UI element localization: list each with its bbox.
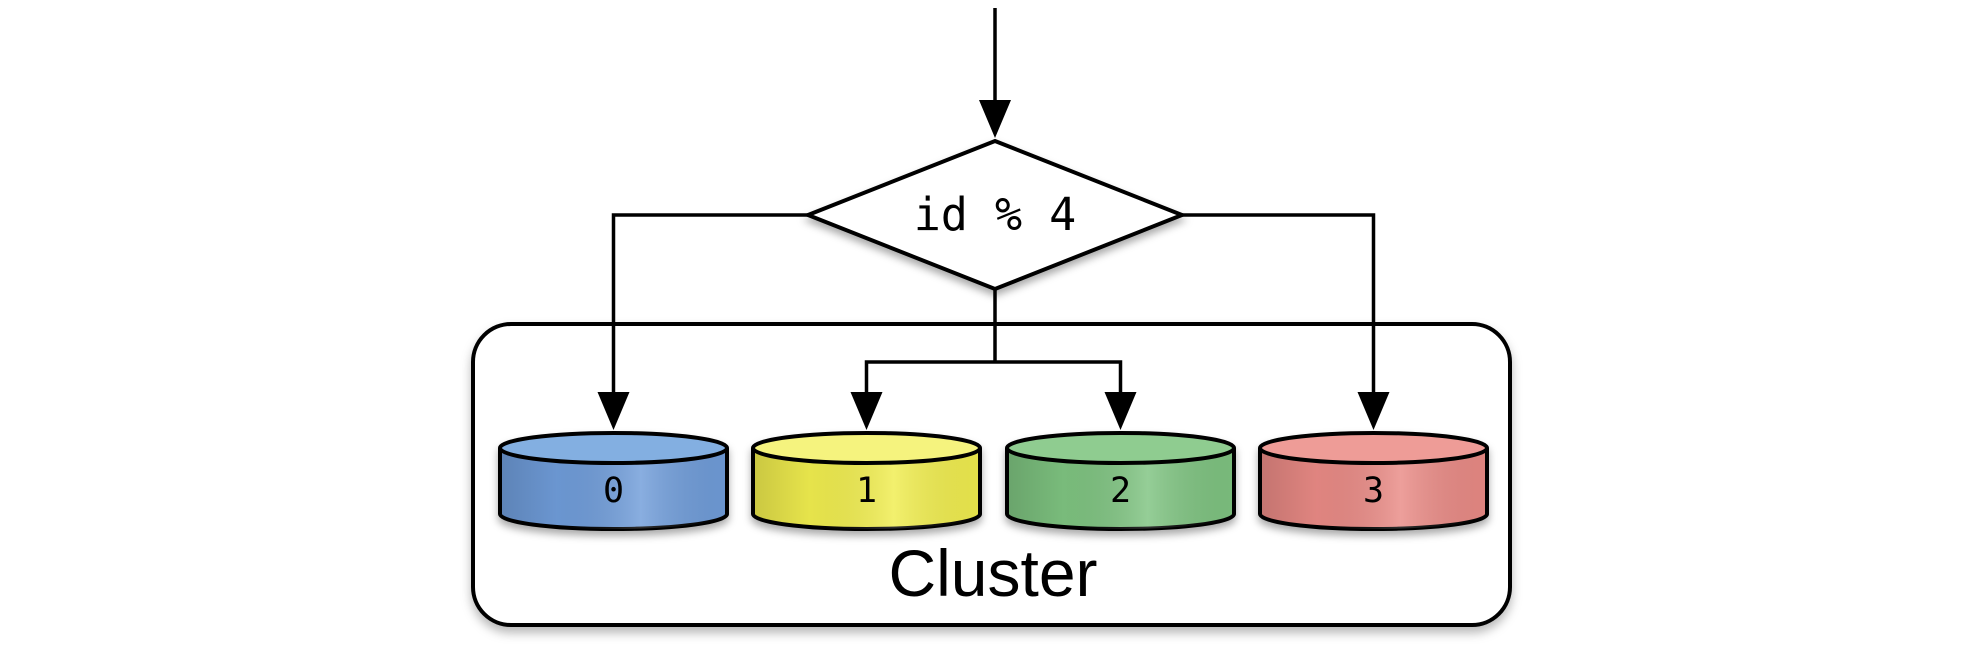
shard-cylinder-2: 2 (1005, 431, 1236, 531)
decision-node (802, 138, 1188, 292)
shard-3-top (1258, 431, 1489, 465)
branch-left-arrowhead-icon (597, 392, 630, 430)
shard-label: 0 (603, 471, 624, 511)
cluster-border (471, 322, 1512, 627)
shard-cylinder-0: 0 (498, 431, 729, 531)
shard-label: 2 (1110, 471, 1131, 511)
branch-middle-line (864, 289, 1123, 392)
shard-1-shading (753, 448, 980, 530)
shard-3-shading (1260, 448, 1487, 530)
branch-right-line (1182, 213, 1376, 392)
branch-right-arrowhead-icon (1357, 392, 1390, 430)
shard-1-top (751, 431, 982, 465)
shard-2-top (1005, 431, 1236, 465)
incoming-arrowhead-icon (979, 100, 1011, 138)
shard-cylinder-3: 3 (1258, 431, 1489, 531)
shard-0-shading (500, 448, 727, 530)
branch-middle-right-arrowhead-icon (1104, 392, 1137, 430)
shard-0-top (498, 431, 729, 465)
shard-label: 1 (856, 471, 877, 511)
branch-middle-left-arrowhead-icon (850, 392, 883, 430)
cluster-box (471, 322, 1512, 627)
decision-diamond (802, 138, 1188, 292)
decision-label: id % 4 (914, 188, 1077, 241)
cluster-label: Cluster (888, 536, 1097, 610)
shard-cylinder-1: 1 (751, 431, 982, 531)
shard-label: 3 (1363, 471, 1384, 511)
shard-2-shading (1007, 448, 1234, 529)
branch-left-line (611, 213, 808, 392)
